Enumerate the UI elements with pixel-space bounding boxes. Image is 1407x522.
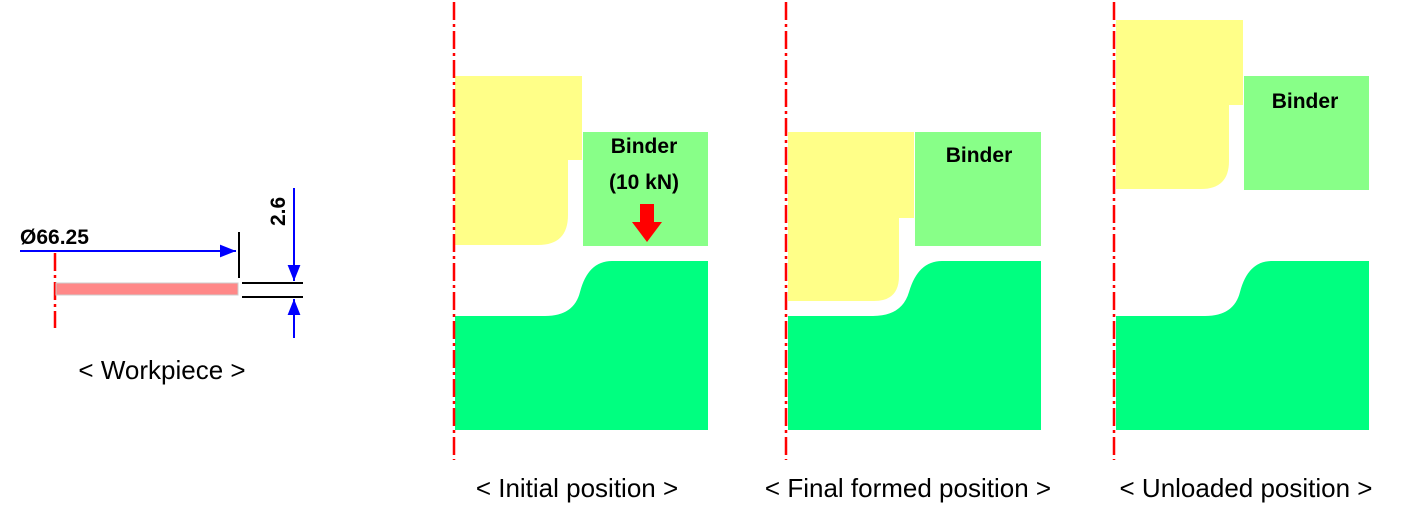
panel-unloaded: Binder < Unloaded position > — [1112, 2, 1373, 503]
binder-force-label: (10 kN) — [609, 171, 679, 194]
binder-label: Binder — [1272, 90, 1339, 113]
punch — [788, 132, 914, 301]
punch — [1116, 20, 1243, 189]
panel-initial: Binder (10 kN) < Initial position > — [452, 2, 708, 503]
thickness-label: 2.6 — [267, 197, 290, 226]
punch — [455, 76, 582, 245]
panel-final: Binder < Final formed position > — [765, 2, 1051, 503]
workpiece-blank — [55, 282, 239, 296]
binder-label: Binder — [946, 144, 1013, 167]
diameter-label: Ø66.25 — [20, 226, 89, 249]
binder-label: Binder — [611, 135, 678, 158]
die — [788, 261, 1041, 430]
binder-force-arrow — [632, 204, 662, 242]
workpiece-caption: < Workpiece > — [78, 355, 245, 385]
die — [455, 261, 708, 430]
binder — [915, 132, 1041, 246]
panel-caption: < Unloaded position > — [1120, 473, 1373, 503]
binder — [1244, 76, 1369, 190]
die — [1116, 261, 1369, 430]
panel-caption: < Initial position > — [476, 473, 678, 503]
panel-caption: < Final formed position > — [765, 473, 1051, 503]
workpiece-group: Ø66.25 2.6 < Workpiece > — [20, 188, 303, 385]
